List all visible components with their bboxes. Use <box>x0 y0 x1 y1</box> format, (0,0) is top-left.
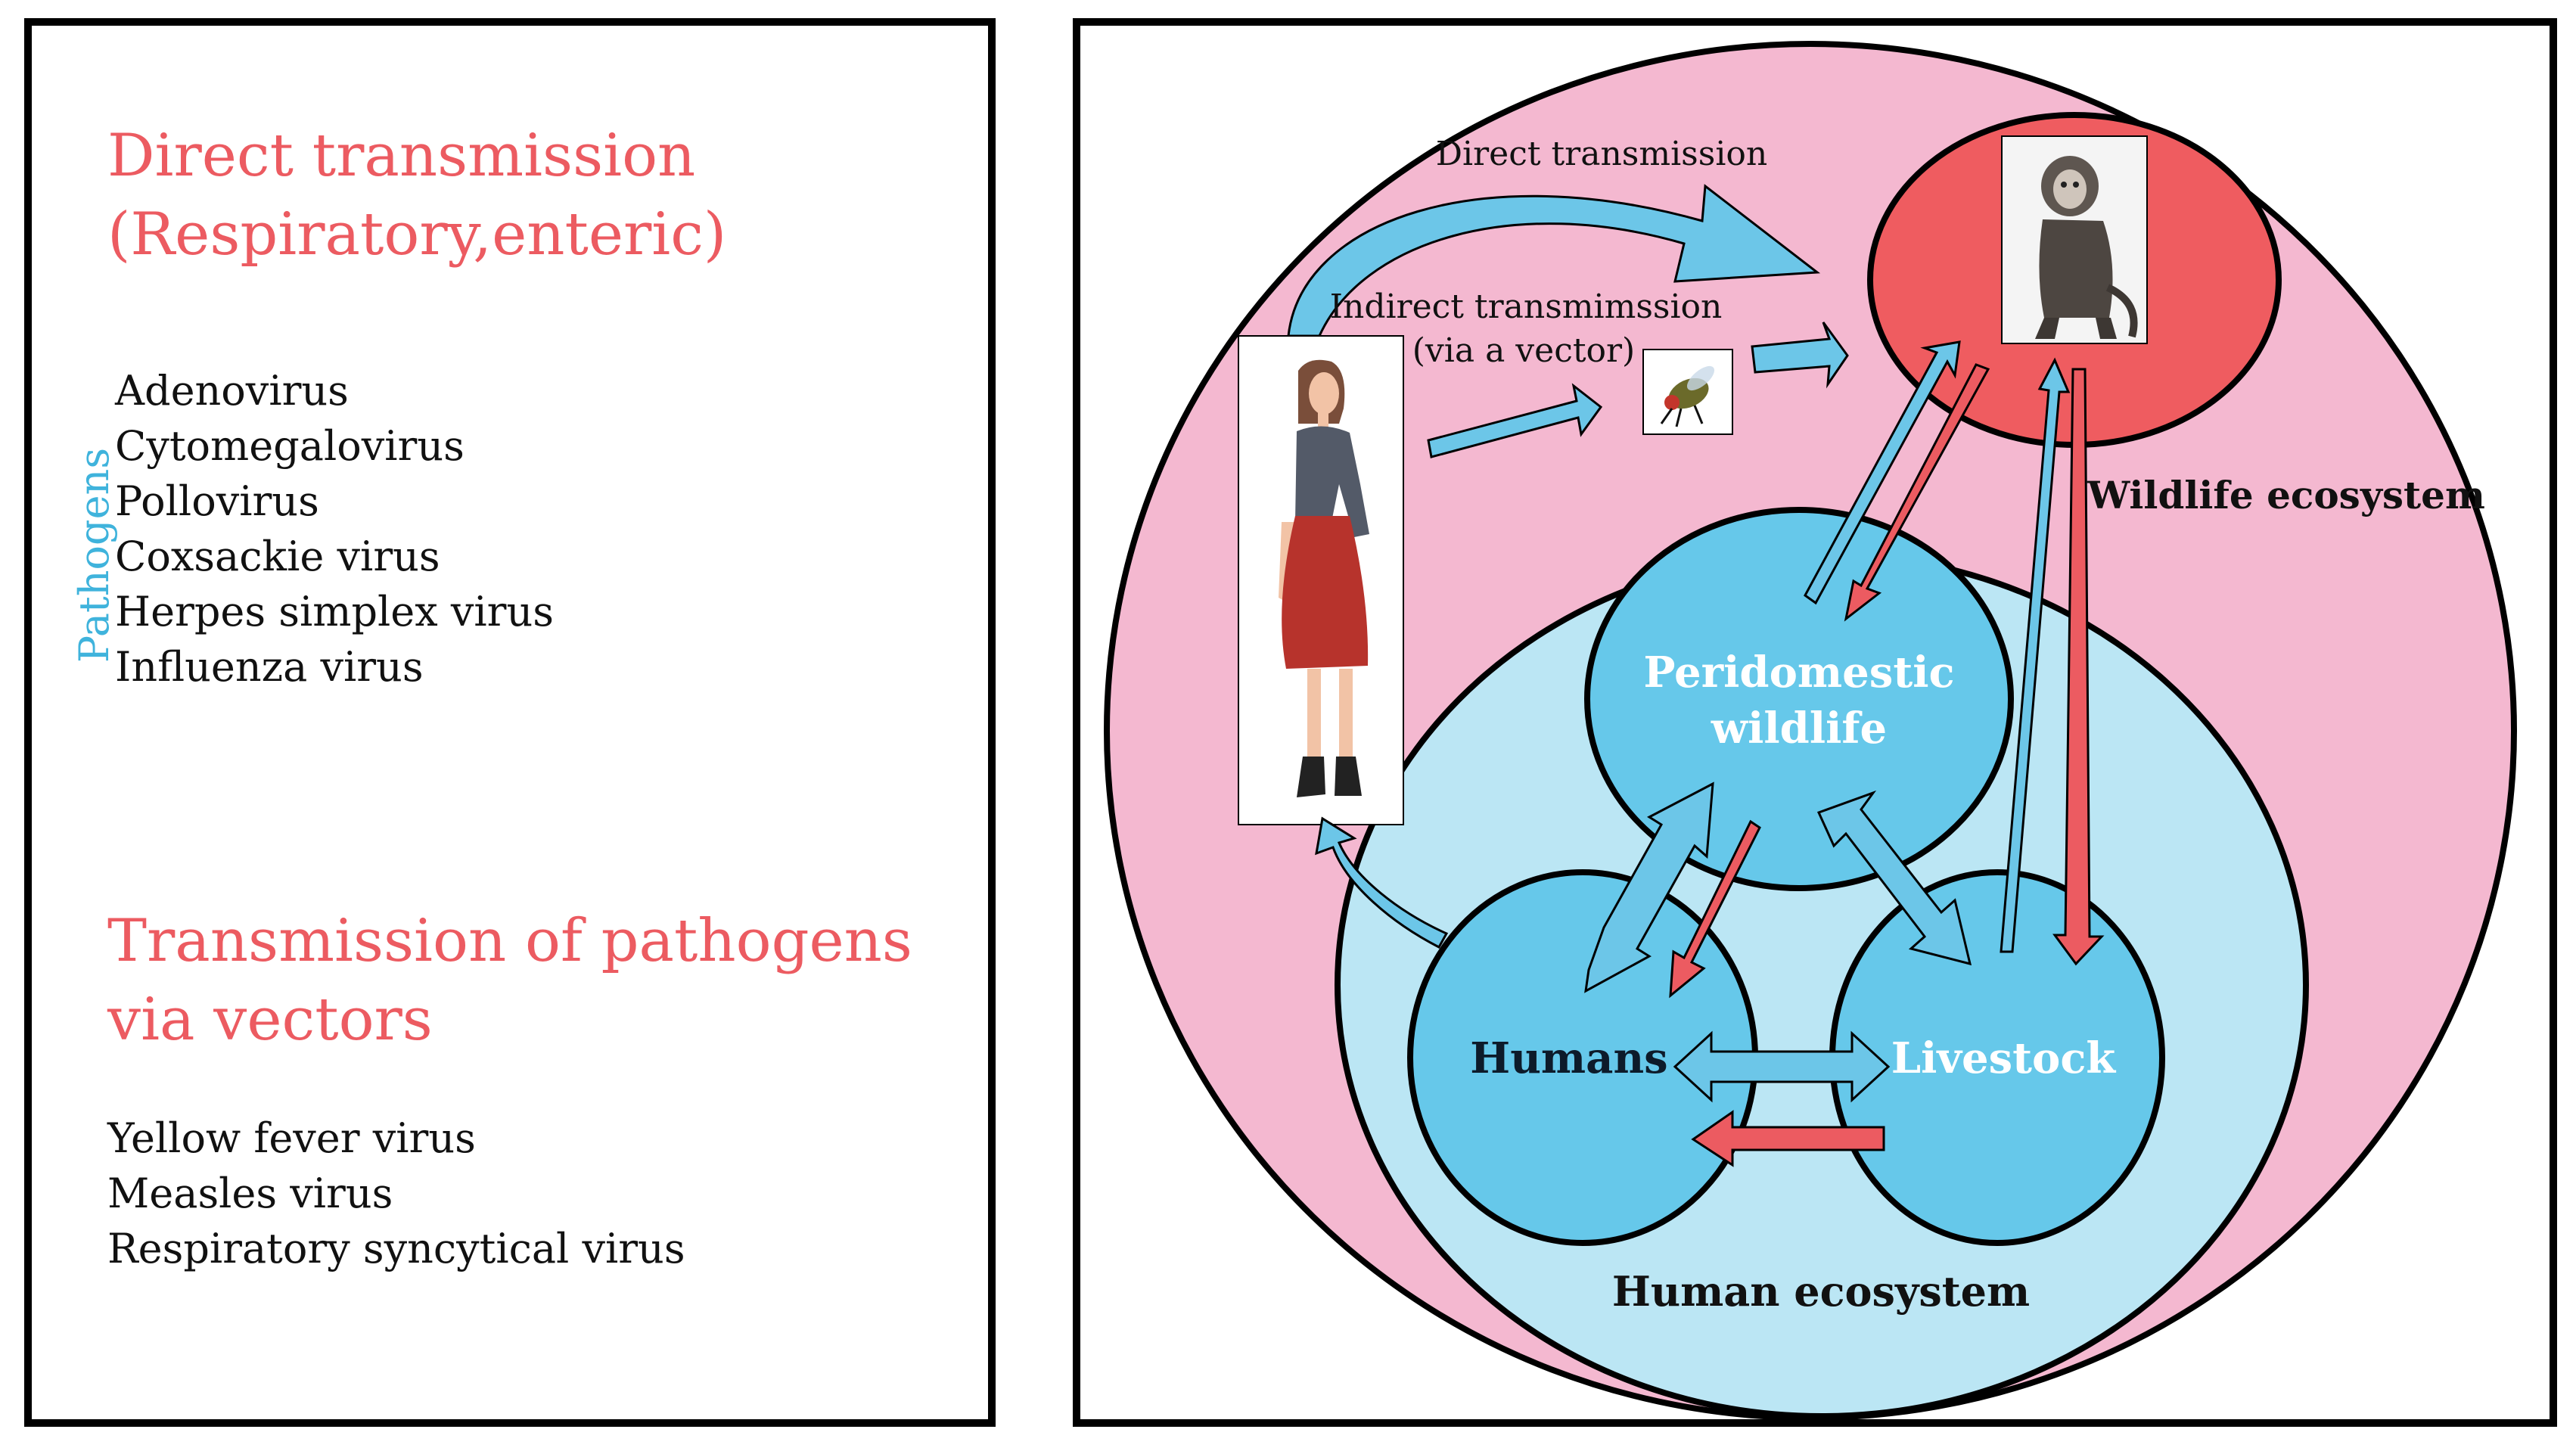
direct-transmission-label: Direct transmission <box>1436 135 1767 173</box>
monkey-image <box>2001 135 2148 344</box>
peridomestic-livestock-arrow <box>1816 790 1972 966</box>
vector-transmission-heading: Transmission of pathogens via vectors <box>107 902 912 1059</box>
transmission-diagram-panel: Direct transmission Indirect transmimssi… <box>1073 18 2557 1427</box>
transmission-diagram: Direct transmission Indirect transmimssi… <box>1104 41 2517 1421</box>
pathogens-vertical-label: Pathogens <box>70 447 118 663</box>
livestock-label: Livestock <box>1891 1033 2117 1083</box>
list-item: Herpes simplex virus <box>115 588 554 635</box>
direct-pathogen-list: Adenovirus Cytomegalovirus Pollovirus Co… <box>115 363 554 694</box>
list-item: Influenza virus <box>115 643 424 691</box>
list-item: Respiratory syncytical virus <box>107 1225 685 1272</box>
list-item: Yellow fever virus <box>107 1114 476 1162</box>
list-item: Adenovirus <box>115 367 349 415</box>
vector-to-wildlife-arrow <box>1751 322 1849 389</box>
direct-heading-line2: (Respiratory,enteric) <box>107 200 727 269</box>
pathogen-list-panel: Direct transmission (Respiratory,enteric… <box>24 18 996 1427</box>
direct-transmission-arrow <box>1287 184 1821 337</box>
peridomestic-label-line2: wildlife <box>1711 704 1887 753</box>
peridomestic-to-humans-arrow <box>1669 819 1761 999</box>
list-item: Cytomegalovirus <box>115 422 465 470</box>
humans-livestock-arrow <box>1673 1030 1891 1103</box>
peridomestic-wildlife-circle <box>1584 507 2014 891</box>
direct-heading-line1: Direct transmission <box>107 122 696 190</box>
indirect-transmission-label-line2: (via a vector) <box>1412 331 1635 370</box>
wildlife-ecosystem-label: Wildlife ecosystem <box>2087 473 2485 517</box>
wildlife-to-peridomestic-arrow <box>1844 363 1990 622</box>
person-image <box>1238 335 1404 825</box>
direct-transmission-heading: Direct transmission (Respiratory,enteric… <box>107 117 726 274</box>
indirect-transmission-label-line1: Indirect transmimssion <box>1330 287 1723 326</box>
peridomestic-label-line1: Peridomestic <box>1643 648 1954 698</box>
vector-heading-line2: via vectors <box>107 986 433 1054</box>
person-to-vector-arrow <box>1427 383 1603 458</box>
humans-to-person-arrow <box>1315 816 1449 949</box>
vector-pathogen-list: Yellow fever virus Measles virus Respira… <box>107 1111 685 1276</box>
peridomestic-to-wildlife-arrow <box>1804 340 1961 605</box>
humans-label: Humans <box>1470 1033 1667 1083</box>
livestock-to-wildlife-arrow <box>2000 357 2071 953</box>
list-item: Pollovirus <box>115 477 319 525</box>
human-ecosystem-label: Human ecosystem <box>1612 1267 2030 1316</box>
livestock-to-humans-arrow <box>1691 1110 1885 1167</box>
list-item: Measles virus <box>107 1170 393 1217</box>
peridomestic-humans-arrow <box>1584 781 1714 993</box>
vector-heading-line1: Transmission of pathogens <box>107 907 912 975</box>
wildlife-to-livestock-arrow <box>2052 368 2105 966</box>
list-item: Coxsackie virus <box>115 533 440 580</box>
fly-image <box>1642 349 1733 435</box>
